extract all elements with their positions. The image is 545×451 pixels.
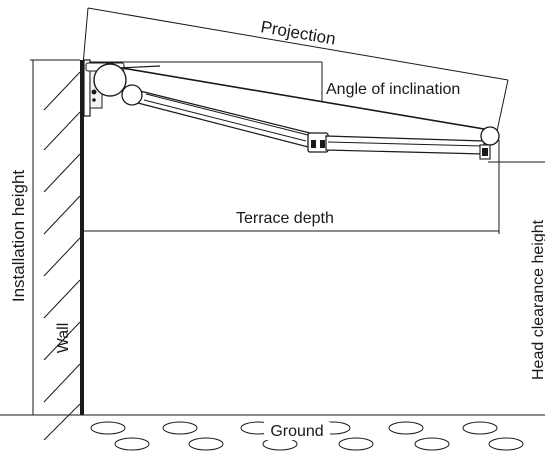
wall — [36, 59, 84, 441]
angle-reference — [84, 61, 323, 102]
angle-of-inclination-label: Angle of inclination — [326, 81, 460, 98]
ground-label: Ground — [270, 423, 323, 440]
installation-height-dimension — [30, 59, 45, 416]
head-clearance-height-label: Head clearance height — [530, 219, 545, 380]
installation-height-label: Installation height — [9, 170, 28, 303]
awning — [83, 59, 500, 160]
ground — [0, 414, 545, 451]
terrace-depth-dimension — [84, 140, 500, 234]
projection-dimension — [82, 7, 509, 132]
terrace-depth-label: Terrace depth — [236, 210, 334, 227]
wall-label: Wall — [55, 323, 72, 354]
